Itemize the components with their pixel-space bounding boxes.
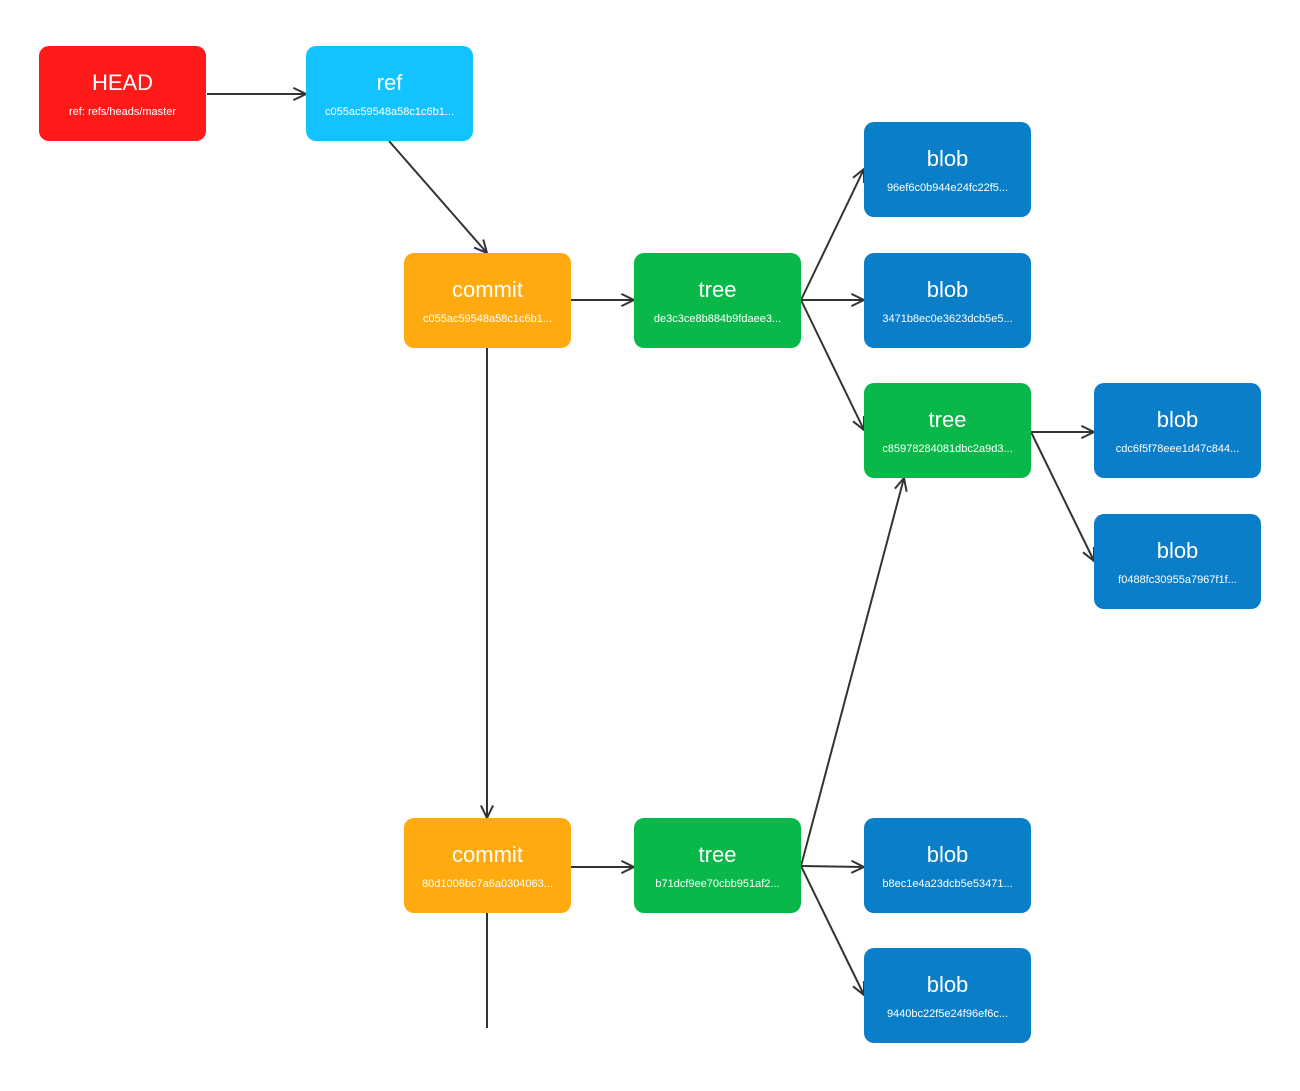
edge-head-to-ref	[207, 87, 309, 101]
blob-node-title: blob	[926, 277, 969, 302]
tree-node-root-latest[interactable]: tree de3c3ce8b884b9fdaee3...	[634, 253, 801, 348]
edge-commit2-to-tree3	[571, 860, 637, 874]
edge-line	[800, 865, 865, 868]
blob-node[interactable]: blob cdc6f5f78eee1d47c844...	[1094, 383, 1261, 478]
ref-node-hash: c055ac59548a58c1c6b1...	[324, 106, 455, 118]
arrowhead	[852, 415, 866, 433]
tree-node-title: tree	[928, 407, 967, 432]
blob-node[interactable]: blob 96ef6c0b944e24fc22f5...	[864, 122, 1031, 217]
ref-node-title: ref	[376, 70, 403, 95]
commit-node-latest[interactable]: commit c055ac59548a58c1c6b1...	[404, 253, 571, 348]
commit-node-hash: c055ac59548a58c1c6b1...	[422, 313, 553, 325]
arrowhead	[292, 87, 309, 101]
edge-tree1-to-tree2	[800, 299, 866, 433]
edge-tree1-to-blob2	[801, 293, 867, 307]
edge-line	[800, 477, 905, 867]
blob-node-title: blob	[926, 972, 969, 997]
tree-node-title: tree	[698, 842, 737, 867]
edge-tree1-to-blob1	[800, 166, 866, 301]
blob-node-hash: cdc6f5f78eee1d47c844...	[1115, 443, 1240, 455]
tree-node-hash: b71dcf9ee70cbb951af2...	[655, 878, 780, 890]
arrowhead	[894, 475, 908, 492]
arrowhead	[852, 980, 866, 998]
blob-node-title: blob	[1156, 538, 1199, 563]
blob-node-title: blob	[926, 842, 969, 867]
edge-tree2-to-blob4	[1030, 431, 1096, 564]
arrowhead	[852, 166, 866, 184]
edge-tree3-to-tree2	[800, 475, 908, 867]
blob-node-hash: 3471b8ec0e3623dcb5e5...	[882, 313, 1013, 325]
commit-node-hash: 80d1006bc7a6a0304063...	[422, 878, 553, 890]
tree-node-hash: c85978284081dbc2a9d3...	[882, 443, 1013, 455]
edge-tree3-to-blob6	[800, 865, 866, 998]
blob-node[interactable]: blob 3471b8ec0e3623dcb5e5...	[864, 253, 1031, 348]
head-node-title: HEAD	[91, 70, 154, 95]
arrowhead	[620, 293, 637, 307]
edge-line	[388, 140, 488, 254]
tree-node-subtree[interactable]: tree c85978284081dbc2a9d3...	[864, 383, 1031, 478]
edge-commit1-to-commit2	[480, 348, 494, 821]
commit-node-parent[interactable]: commit 80d1006bc7a6a0304063...	[404, 818, 571, 913]
tree-node-hash: de3c3ce8b884b9fdaee3...	[653, 313, 782, 325]
edge-line	[1030, 431, 1095, 562]
arrowhead	[850, 293, 867, 307]
edge-tree2-to-blob3	[1031, 425, 1097, 439]
tree-node-root-parent[interactable]: tree b71dcf9ee70cbb951af2...	[634, 818, 801, 913]
arrowhead	[620, 860, 637, 874]
blob-node-title: blob	[926, 146, 969, 171]
blob-node[interactable]: blob b8ec1e4a23dcb5e53471...	[864, 818, 1031, 913]
arrowhead	[1080, 425, 1097, 439]
blob-node-hash: b8ec1e4a23dcb5e53471...	[882, 878, 1013, 890]
blob-node-title: blob	[1156, 407, 1199, 432]
edge-line	[800, 299, 865, 431]
tree-node-title: tree	[698, 277, 737, 302]
head-node-ref: ref: refs/heads/master	[69, 106, 176, 118]
blob-node[interactable]: blob 9440bc22f5e24f96ef6c...	[864, 948, 1031, 1043]
commit-node-title: commit	[452, 842, 523, 867]
blob-node-hash: 9440bc22f5e24f96ef6c...	[886, 1008, 1009, 1020]
edge-line	[800, 168, 865, 301]
edge-ref-to-commit1	[388, 140, 489, 255]
ref-node[interactable]: ref c055ac59548a58c1c6b1...	[306, 46, 473, 141]
arrowhead	[473, 239, 489, 255]
edge-tree3-to-blob5	[800, 859, 867, 874]
edge-commit1-to-tree1	[571, 293, 637, 307]
arrowhead	[480, 804, 494, 821]
head-node[interactable]: HEAD ref: refs/heads/master	[39, 46, 206, 141]
arrowhead	[1082, 546, 1096, 564]
edge-line	[800, 865, 865, 996]
arrowhead	[850, 859, 867, 874]
blob-node-hash: f0488fc30955a7967f1f...	[1118, 574, 1237, 586]
blob-node-hash: 96ef6c0b944e24fc22f5...	[886, 182, 1009, 194]
blob-node[interactable]: blob f0488fc30955a7967f1f...	[1094, 514, 1261, 609]
commit-node-title: commit	[452, 277, 523, 302]
